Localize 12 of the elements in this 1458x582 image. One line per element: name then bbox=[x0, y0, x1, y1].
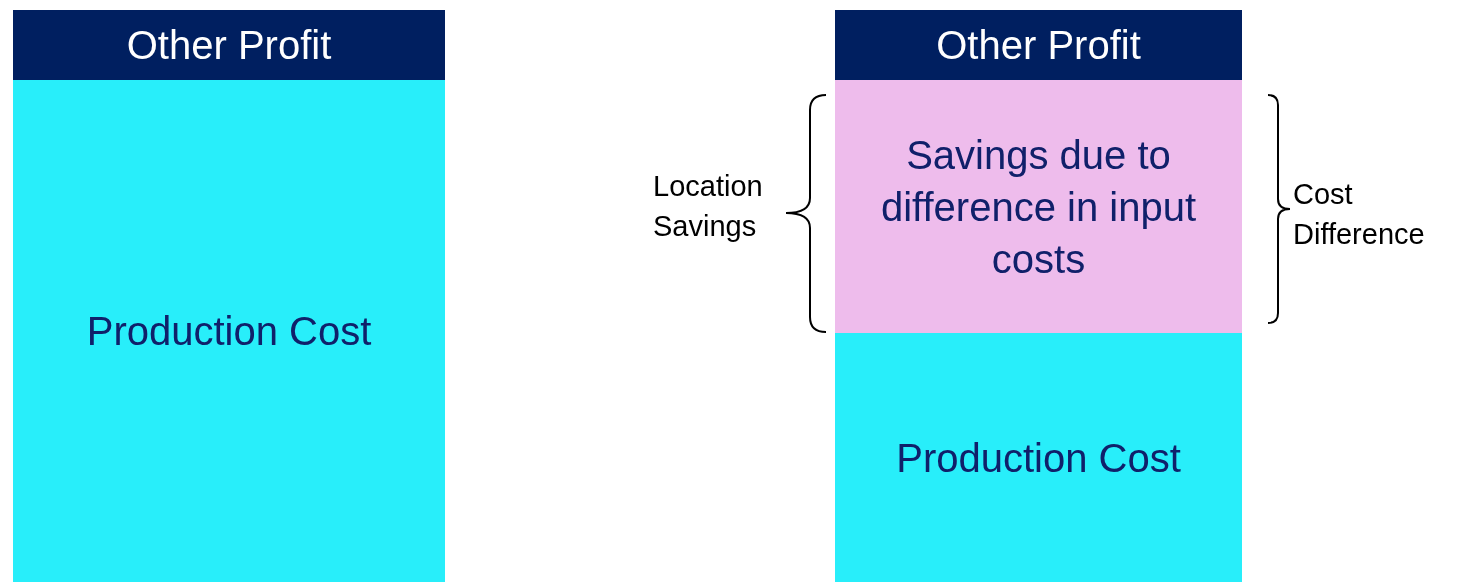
header-bar bbox=[13, 10, 445, 80]
block-label: Production Cost bbox=[896, 434, 1181, 482]
cost-block bbox=[835, 333, 1242, 582]
brace-label: Cost Difference bbox=[1293, 177, 1426, 252]
block-label: Production Cost bbox=[86, 308, 372, 355]
block-label: Savings due to difference in input costs bbox=[879, 131, 1197, 283]
block-label: Other Profit bbox=[936, 22, 1141, 69]
header-bar bbox=[835, 10, 1242, 80]
brace-label: Location Savings bbox=[653, 169, 764, 244]
cost-block bbox=[13, 80, 445, 582]
block-label: Other Profit bbox=[126, 22, 332, 69]
savings-block bbox=[835, 80, 1242, 333]
